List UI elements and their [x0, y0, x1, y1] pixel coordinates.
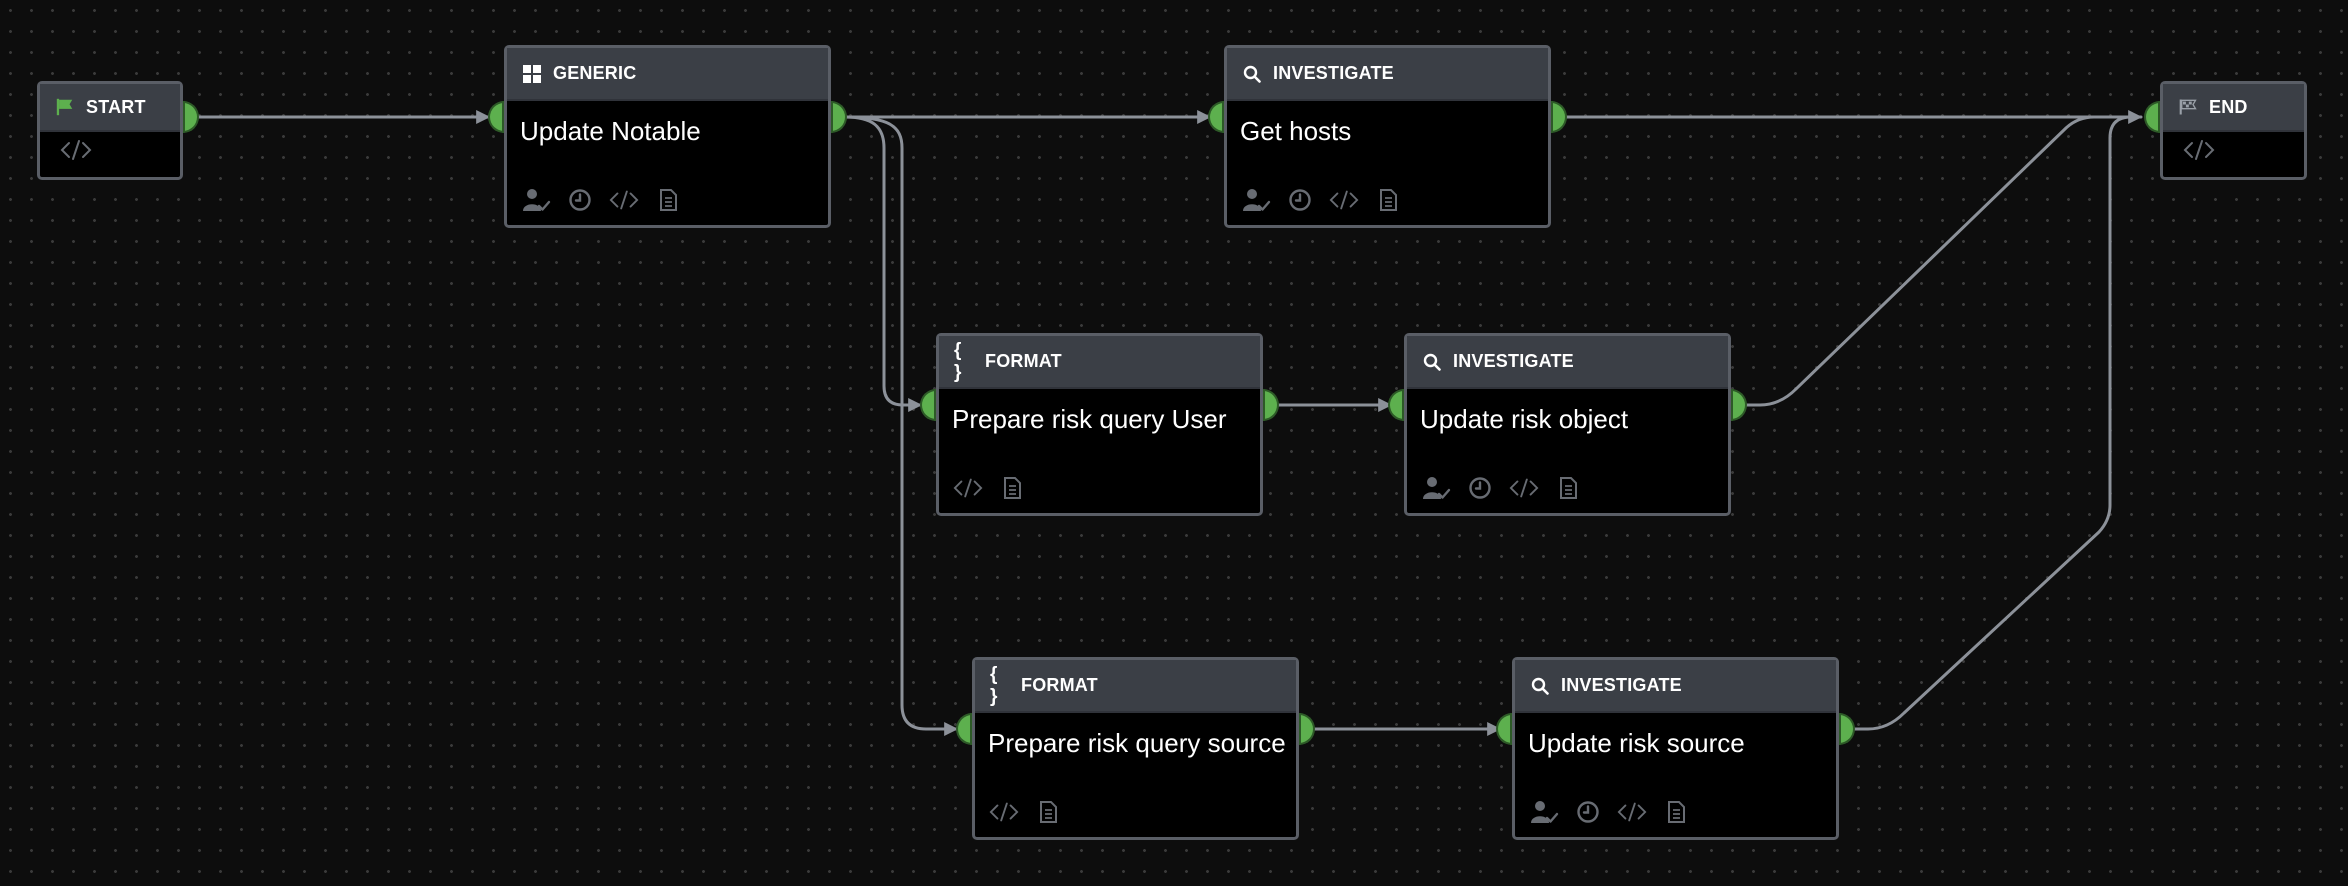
node-prepare-risk-query-source[interactable]: { } FORMAT Prepare risk query source: [972, 657, 1299, 840]
node-title: Get hosts: [1240, 116, 1352, 146]
wire-update-notable-to-prepare-source: [843, 115, 959, 736]
node-title: Update risk object: [1420, 404, 1629, 434]
start-label: START: [86, 96, 146, 117]
node-type: INVESTIGATE: [1273, 63, 1394, 83]
search-icon: [1530, 676, 1550, 696]
user-approval-icon[interactable]: [1529, 799, 1559, 825]
start-node[interactable]: START: [37, 81, 183, 180]
node-type: INVESTIGATE: [1561, 675, 1682, 695]
wire-update-notable-to-prepare-user: [843, 115, 923, 412]
code-icon[interactable]: [2183, 139, 2215, 166]
node-header: INVESTIGATE: [1227, 48, 1548, 101]
node-type: FORMAT: [985, 351, 1062, 371]
node-title: Update risk source: [1528, 728, 1745, 758]
node-update-risk-object[interactable]: INVESTIGATE Update risk object: [1404, 333, 1731, 516]
document-icon[interactable]: [1373, 187, 1403, 213]
node-type: GENERIC: [553, 63, 637, 83]
wire-update-source-to-end: [1851, 115, 2133, 731]
node-type: FORMAT: [1021, 675, 1098, 695]
node-header: { } FORMAT: [975, 660, 1296, 713]
node-title: Prepare risk query source: [988, 728, 1286, 758]
code-icon[interactable]: [609, 187, 639, 213]
user-approval-icon[interactable]: [1421, 475, 1451, 501]
checkered-flag-icon: [2178, 97, 2198, 117]
document-icon[interactable]: [1553, 475, 1583, 501]
clock-icon[interactable]: [1285, 187, 1315, 213]
code-icon[interactable]: [989, 799, 1019, 825]
code-icon[interactable]: [1617, 799, 1647, 825]
search-icon: [1422, 352, 1442, 372]
node-title: Prepare risk query User: [952, 404, 1227, 434]
document-icon[interactable]: [1033, 799, 1063, 825]
user-approval-icon[interactable]: [1241, 187, 1271, 213]
code-icon[interactable]: [1509, 475, 1539, 501]
code-icon[interactable]: [60, 139, 92, 166]
braces-icon: { }: [954, 339, 962, 383]
end-label: END: [2209, 96, 2248, 117]
node-update-risk-source[interactable]: INVESTIGATE Update risk source: [1512, 657, 1839, 840]
search-icon: [1242, 64, 1262, 84]
node-header: GENERIC: [507, 48, 828, 101]
node-header: { } FORMAT: [939, 336, 1260, 389]
end-node[interactable]: END: [2160, 81, 2307, 180]
code-icon[interactable]: [953, 475, 983, 501]
flag-icon: [55, 97, 75, 117]
document-icon[interactable]: [997, 475, 1027, 501]
node-type: INVESTIGATE: [1453, 351, 1574, 371]
braces-icon: { }: [990, 663, 998, 707]
user-approval-icon[interactable]: [521, 187, 551, 213]
node-title: Update Notable: [520, 116, 701, 146]
node-header: INVESTIGATE: [1407, 336, 1728, 389]
wire-update-object-to-end: [1743, 115, 2096, 407]
end-header: END: [2163, 84, 2304, 132]
clock-icon[interactable]: [1465, 475, 1495, 501]
code-icon[interactable]: [1329, 187, 1359, 213]
node-header: INVESTIGATE: [1515, 660, 1836, 713]
grid-icon: [522, 64, 542, 84]
document-icon[interactable]: [653, 187, 683, 213]
document-icon[interactable]: [1661, 799, 1691, 825]
clock-icon[interactable]: [1573, 799, 1603, 825]
node-prepare-risk-query-user[interactable]: { } FORMAT Prepare risk query User: [936, 333, 1263, 516]
start-header: START: [40, 84, 180, 132]
node-update-notable[interactable]: GENERIC Update Notable: [504, 45, 831, 228]
clock-icon[interactable]: [565, 187, 595, 213]
node-get-hosts[interactable]: INVESTIGATE Get hosts: [1224, 45, 1551, 228]
